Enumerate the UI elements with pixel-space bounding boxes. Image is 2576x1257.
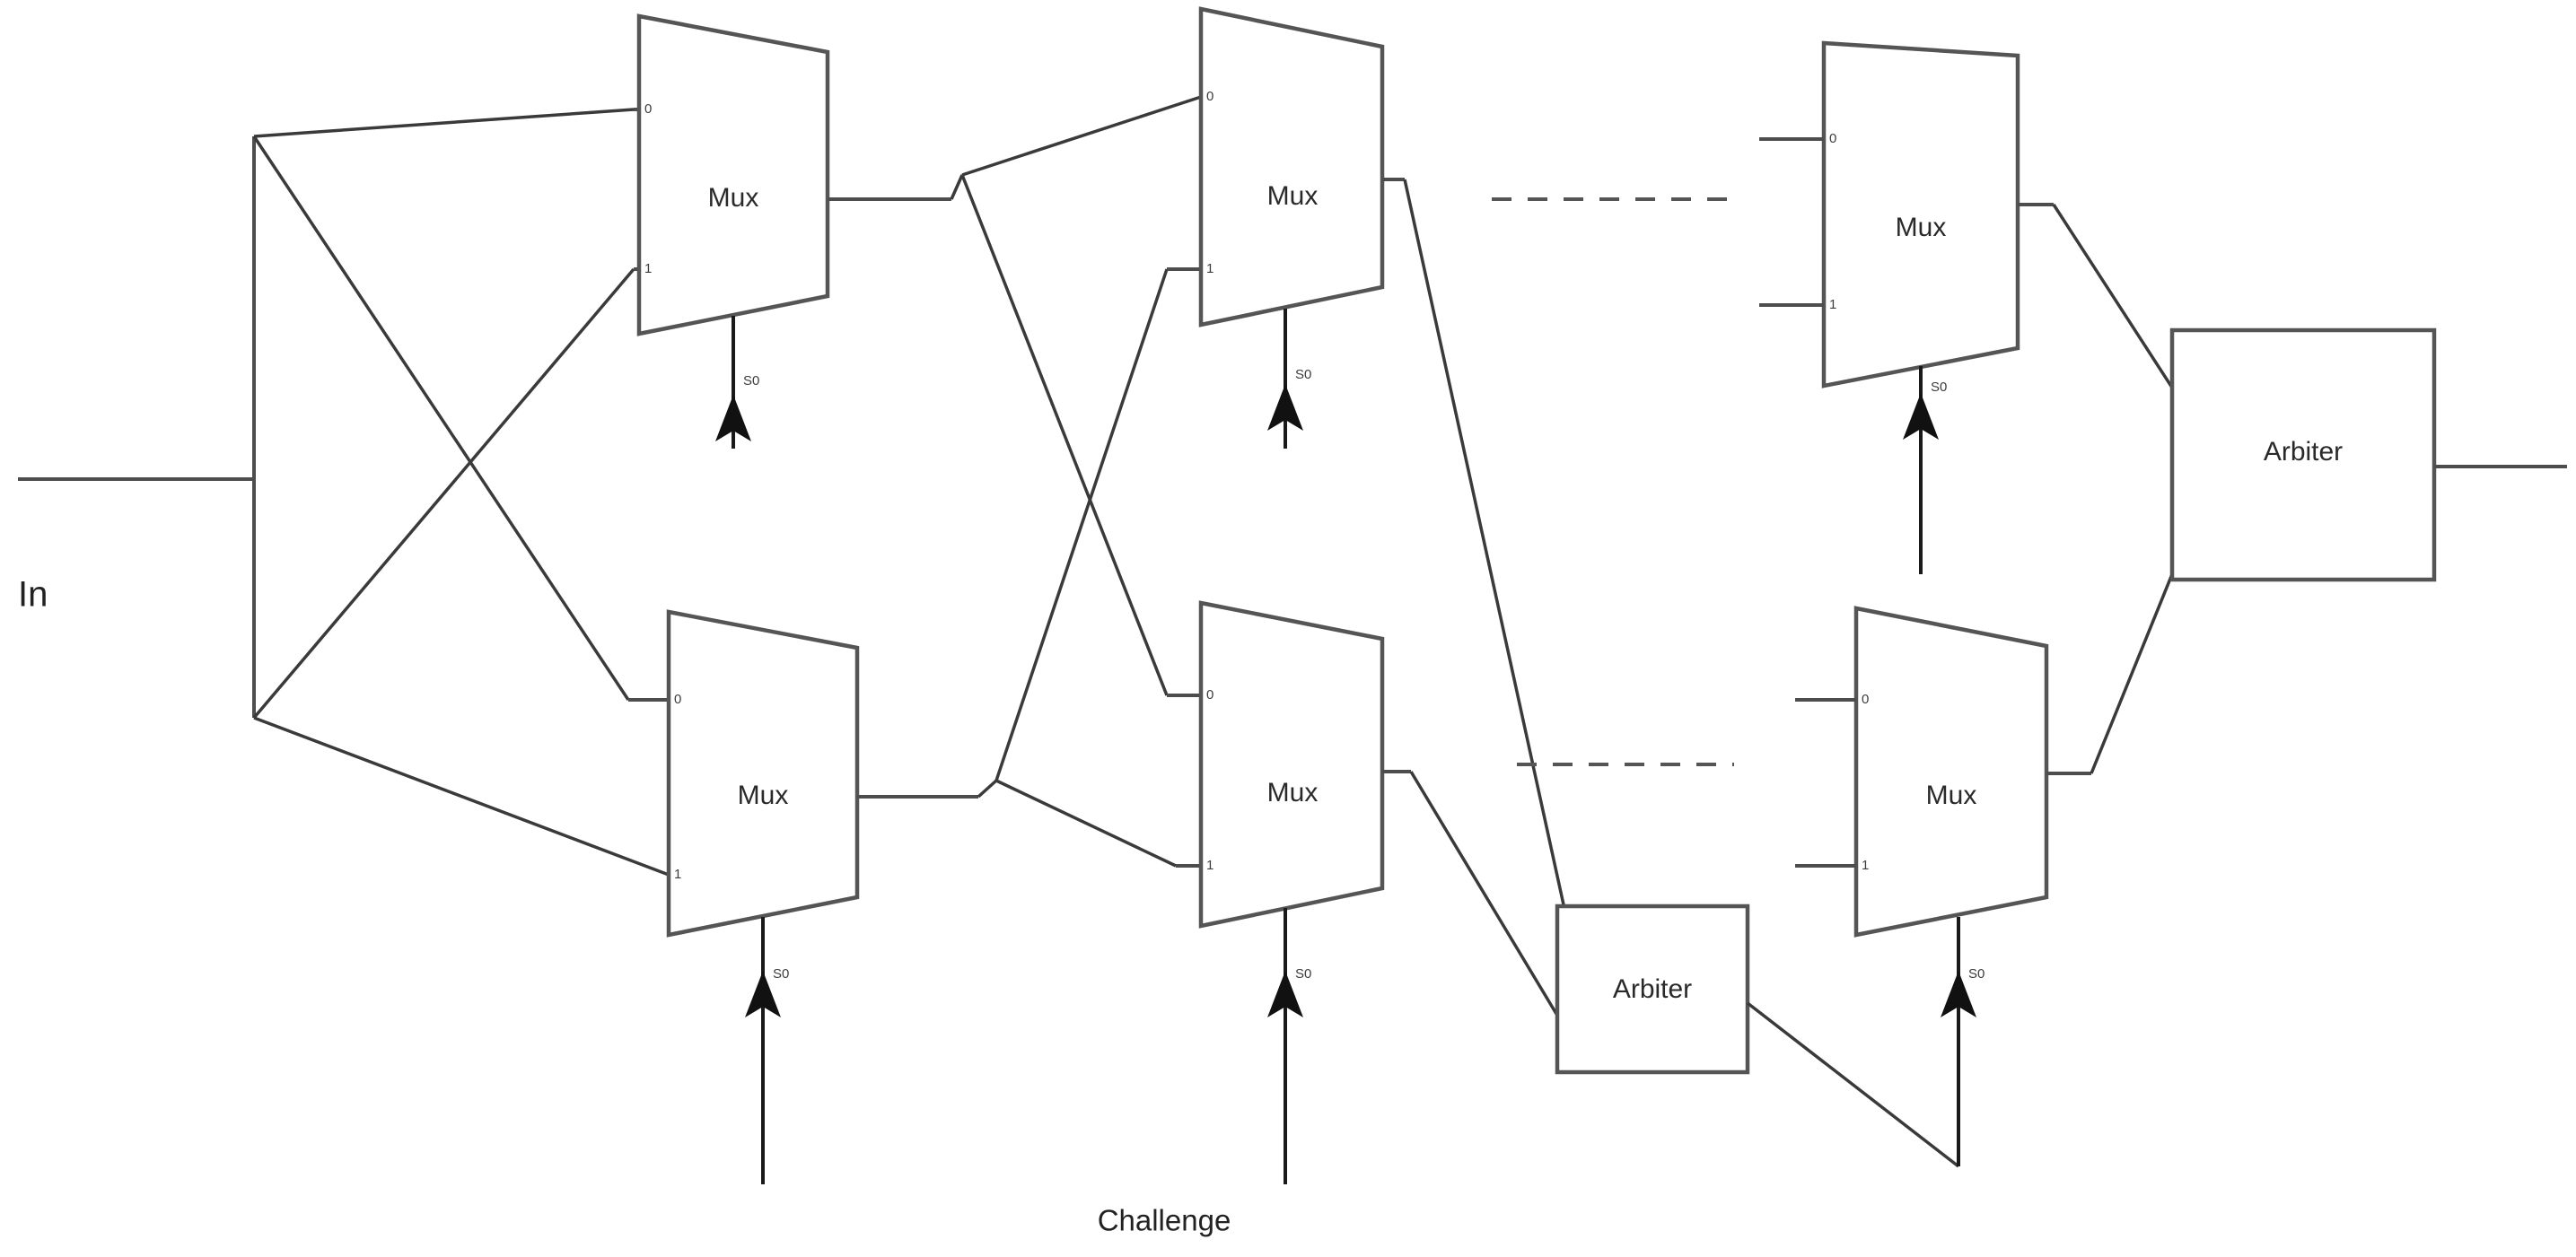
- mux-sn-top[interactable]: Mux 0 1 S0: [1759, 40, 2174, 574]
- mux-s1-bottom[interactable]: Mux 0 1 S0: [666, 609, 978, 1184]
- arbiter-right[interactable]: Arbiter: [2169, 327, 2567, 582]
- mux-body[interactable]: [1821, 40, 2020, 388]
- arbiter-output-wire: [1746, 1001, 1960, 1168]
- mux-output-to-arbiter: [2090, 573, 2174, 774]
- mux-port1-label: 1: [1862, 858, 1869, 873]
- mux-select-label: S0: [773, 966, 789, 982]
- crossbar2-node-bottom: [977, 779, 998, 799]
- mux-label: Mux: [708, 183, 759, 213]
- mux-label: Mux: [1896, 213, 1947, 242]
- mux-select-label: S0: [1295, 367, 1311, 382]
- arbiter-body[interactable]: [1555, 903, 1750, 1075]
- mux-port0-label: 0: [1829, 131, 1836, 146]
- arbiter-body[interactable]: [2169, 327, 2437, 582]
- mux-body[interactable]: [636, 13, 830, 336]
- mux-port0-label: 0: [674, 692, 681, 707]
- mux-body[interactable]: [1198, 6, 1385, 327]
- mux-label: Mux: [738, 781, 789, 810]
- mux-select-label: S0: [1968, 966, 1985, 982]
- crossbar2-top-straight: [961, 95, 1202, 177]
- mux-port1-label: 1: [1829, 297, 1836, 312]
- crossbar2-bottom-straight: [995, 779, 1177, 868]
- mux-port0-label: 0: [1862, 692, 1869, 707]
- mux-output-to-arbiter: [1409, 771, 1564, 1024]
- mux-label: Mux: [1267, 181, 1319, 211]
- arbiter-label: Arbiter: [2264, 437, 2343, 467]
- mux-port0-label: 0: [1206, 89, 1214, 104]
- mux-body[interactable]: [1853, 606, 2049, 938]
- crossbar1-bottom-to-top: [252, 267, 635, 720]
- arbiter-mid[interactable]: Arbiter: [1555, 903, 1960, 1168]
- mux-s2-bottom[interactable]: Mux 0 1 S0: [1198, 600, 1564, 1184]
- mux-port0-label: 0: [1206, 687, 1214, 703]
- mux-label: Mux: [1267, 778, 1319, 807]
- mux-port1-label: 1: [1206, 858, 1214, 873]
- mux-port0-label: 0: [644, 101, 652, 117]
- mux-body[interactable]: [666, 609, 860, 938]
- stage2-crossbar: [950, 95, 1202, 868]
- input-label: In: [18, 575, 48, 615]
- mux-select-label: S0: [743, 373, 759, 388]
- mux-select-arrow-icon: [1267, 384, 1303, 431]
- stage1-crossbar: [252, 108, 670, 877]
- mux-port1-label: 1: [1206, 261, 1214, 276]
- input-net: [18, 136, 256, 718]
- crossbar2-node-top: [950, 174, 964, 200]
- mux-s1-top[interactable]: Mux 0 1 S0: [636, 13, 951, 449]
- mux-label: Mux: [1926, 781, 1977, 810]
- mux-body[interactable]: [1198, 600, 1385, 929]
- mux-s2-top[interactable]: Mux 0 1 S0: [1198, 6, 1568, 918]
- mux-select-label: S0: [1295, 966, 1311, 982]
- crossbar1-top-to-bottom: [252, 135, 630, 701]
- mux-select-arrow-icon: [1941, 971, 1976, 1017]
- mux-output-to-arbiter: [1403, 179, 1568, 918]
- crossbar2-bottom-to-top: [994, 268, 1169, 781]
- mux-select-arrow-icon: [1903, 393, 1939, 440]
- crossbar1-bottom-straight: [253, 716, 670, 877]
- arbiter-label: Arbiter: [1613, 974, 1692, 1004]
- mux-port1-label: 1: [644, 261, 652, 276]
- mux-select-arrow-icon: [1267, 971, 1303, 1017]
- mux-select-arrow-icon: [715, 395, 751, 441]
- mux-select-arrow-icon: [745, 971, 781, 1017]
- crossbar1-top-straight: [253, 108, 635, 138]
- crossbar2-top-to-bottom: [960, 174, 1169, 696]
- mux-output-to-arbiter: [2052, 204, 2174, 388]
- mux-select-label: S0: [1931, 380, 1947, 395]
- mux-port1-label: 1: [674, 867, 681, 882]
- challenge-label: Challenge: [1098, 1204, 1231, 1237]
- mux-sn-bottom[interactable]: Mux 0 1 S0: [1795, 573, 2174, 1166]
